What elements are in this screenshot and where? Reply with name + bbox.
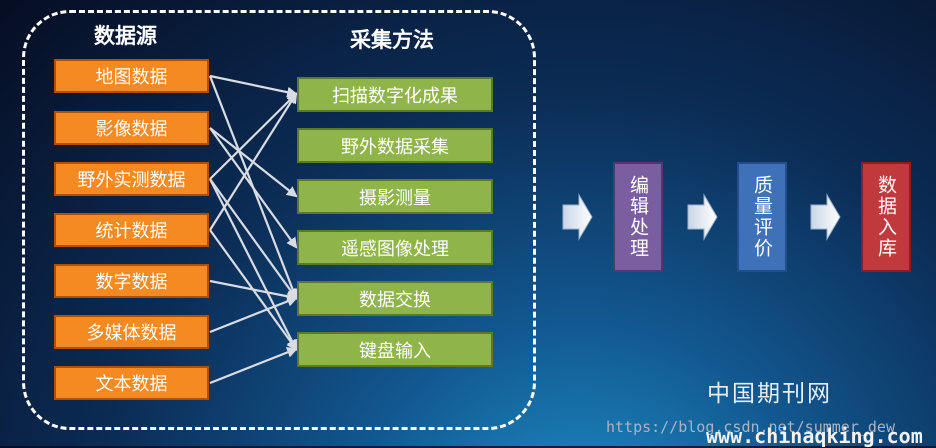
link-statistics-to-scan-digitize: [209, 92, 298, 231]
source-method-frame: [22, 10, 536, 430]
watermark-journal: 中国期刊网: [707, 381, 832, 407]
source-box-multimedia: 多媒体数据: [54, 315, 209, 349]
source-box-map: 地图数据: [54, 59, 209, 93]
method-box-data-exchange: 数据交换: [297, 281, 493, 316]
link-map-to-scan-digitize: [209, 74, 299, 98]
link-digital-to-data-exchange: [209, 279, 299, 302]
link-imagery-to-remote-sensing: [209, 127, 298, 249]
pipeline-arrow-2: [687, 193, 718, 241]
source-heading: 数据源: [94, 24, 157, 48]
link-text-to-keyboard-input: [209, 347, 299, 385]
method-box-photogrammetry: 摄影测量: [297, 179, 493, 214]
link-field-survey-to-scan-digitize: [209, 92, 298, 180]
pipeline-arrows: [562, 193, 841, 241]
source-box-imagery: 影像数据: [54, 111, 209, 145]
step-quality-evaluation: 质量评价: [737, 162, 787, 272]
step-database-load: 数据入库: [861, 162, 911, 272]
method-box-keyboard-input: 键盘输入: [297, 332, 493, 367]
method-heading: 采集方法: [350, 28, 434, 52]
source-box-digital: 数字数据: [54, 264, 209, 298]
link-field-survey-to-data-exchange: [209, 178, 298, 300]
link-multimedia-to-data-exchange: [209, 296, 299, 334]
step-edit-process: 编辑处理: [613, 162, 663, 272]
watermark-blog-url: https://blog.csdn.net/summer_dew: [606, 418, 895, 436]
source-box-text: 文本数据: [54, 366, 209, 400]
method-box-field-collect: 野外数据采集: [297, 128, 493, 163]
method-box-scan-digitize: 扫描数字化成果: [297, 77, 493, 112]
pipeline-arrow-1: [562, 193, 593, 241]
link-arrows: [208, 74, 299, 385]
watermark-site: www.chinaqking.com: [706, 424, 923, 448]
source-box-statistics: 统计数据: [54, 213, 209, 247]
method-box-remote-sensing: 遥感图像处理: [297, 230, 493, 265]
pipeline-arrow-3: [810, 193, 841, 241]
source-box-field-survey: 野外实测数据: [54, 162, 209, 196]
